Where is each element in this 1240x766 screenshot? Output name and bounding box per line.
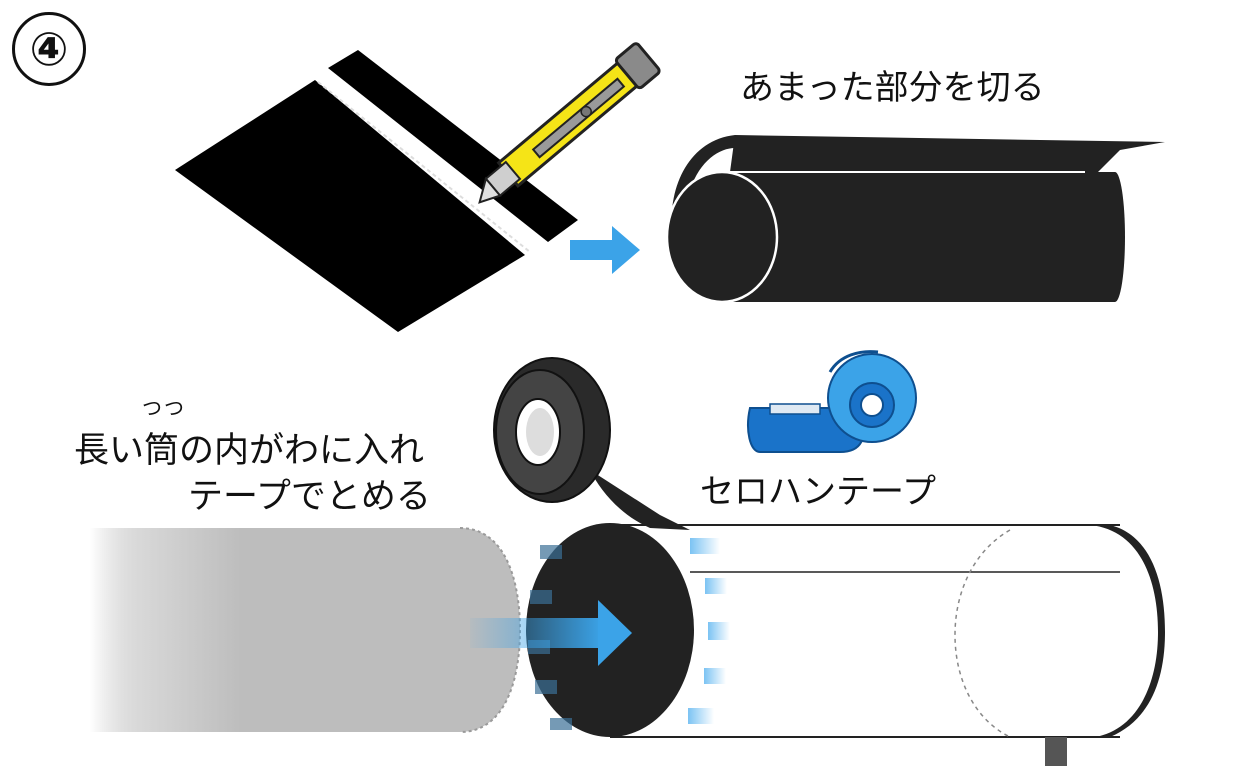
long-tube (610, 524, 1165, 766)
step-number-badge: ④ (12, 12, 86, 86)
tape-roll-icon (493, 357, 690, 530)
black-sheet (175, 50, 578, 332)
rolled-tube (665, 135, 1165, 304)
tape-caption: セロハンテープ (700, 472, 936, 512)
ruby-reading: つつ (142, 396, 186, 420)
tape-dispenser-icon (747, 350, 917, 453)
insert-arrow-icon (470, 600, 632, 666)
cut-caption: あまった部分を切る (740, 68, 1045, 108)
placeholder-tube (90, 527, 522, 733)
insert-caption-line2: テープでとめる (188, 477, 431, 517)
cutter-knife-icon (478, 42, 661, 204)
insert-caption-line1: 長い筒の内がわに入れ (74, 431, 425, 471)
right-arrow-icon (570, 226, 640, 274)
